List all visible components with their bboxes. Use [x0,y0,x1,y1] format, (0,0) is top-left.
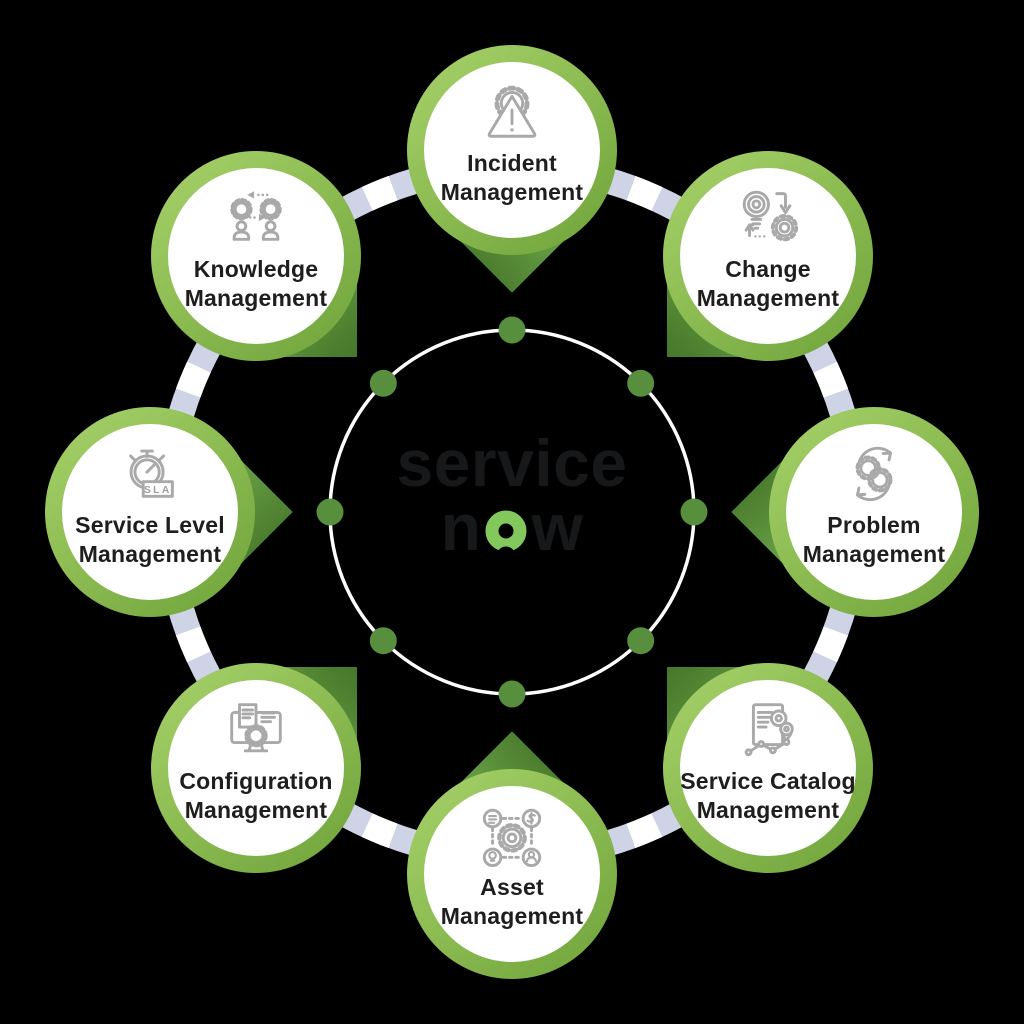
node-label-line1: Service Catalog [680,768,856,794]
node-problem-management: Problem Management [769,407,979,617]
node-label-line1: Incident [467,150,557,176]
warning-gear-icon [487,85,537,138]
node-label: Knowledge Management [185,255,328,314]
asset-gear-network-icon [482,808,542,868]
servicenow-logo-letter-n: n [440,490,482,564]
node-change-inner: Change Management [680,168,856,344]
node-label: Configuration Management [179,767,332,826]
node-label-line1: Service Level [75,512,225,538]
node-label: Service Level Management [75,511,225,570]
node-problem-inner: Problem Management [786,424,962,600]
node-service-catalog-management: Service Catalog Management [663,663,873,873]
servicenow-logo-word-service: service [396,426,628,500]
servicenow-logo: service n w [0,430,1024,560]
cycle-gears-icon [855,446,893,502]
inner-circle-dots [316,316,708,708]
node-label-line2: Management [440,179,584,206]
node-change-management: Change Management [663,151,873,361]
node-label-line1: Problem [827,512,921,538]
node-label-line1: Asset [480,874,544,900]
node-incident-inner: Incident Management [424,62,600,238]
node-label-line2: Management [802,541,946,568]
bulb-gear-arrows-icon [742,190,799,242]
node-label-line2: Management [696,285,840,312]
node-label: Change Management [697,255,840,314]
node-label-line2: Management [696,797,840,824]
people-gears-exchange-icon [230,191,282,241]
node-incident-management: Incident Management [407,45,617,255]
node-service-catalog-inner: Service Catalog Management [680,680,856,856]
node-label: Incident Management [441,149,584,208]
servicenow-logo-o-icon [485,510,527,557]
node-label: Asset Management [441,873,584,932]
catalog-document-pin-icon [744,703,794,757]
node-label-line1: Change [725,256,811,282]
sla-stopwatch-icon: SLA [129,449,174,498]
node-label-line2: Management [440,903,584,930]
node-label-line1: Configuration [179,768,333,794]
node-label-line1: Knowledge [193,256,319,282]
monitor-config-icon [230,703,282,753]
servicenow-logo-word-now: n w [0,494,1024,560]
node-label-line2: Management [78,541,222,568]
node-configuration-inner: Configuration Management [168,680,344,856]
node-label-line2: Management [184,797,328,824]
node-label-line2: Management [184,285,328,312]
node-knowledge-management: Knowledge Management [151,151,361,361]
node-knowledge-inner: Knowledge Management [168,168,344,344]
node-service-level-management: SLA Service Level Management [45,407,255,617]
servicenow-logo-letter-w: w [531,490,584,564]
sla-label: SLA [144,485,172,496]
node-label: Problem Management [803,511,946,570]
node-asset-management: Asset Management [407,769,617,979]
node-label: Service Catalog Management [680,767,856,826]
node-asset-inner: Asset Management [424,786,600,962]
node-service-level-inner: SLA Service Level Management [62,424,238,600]
node-configuration-management: Configuration Management [151,663,361,873]
